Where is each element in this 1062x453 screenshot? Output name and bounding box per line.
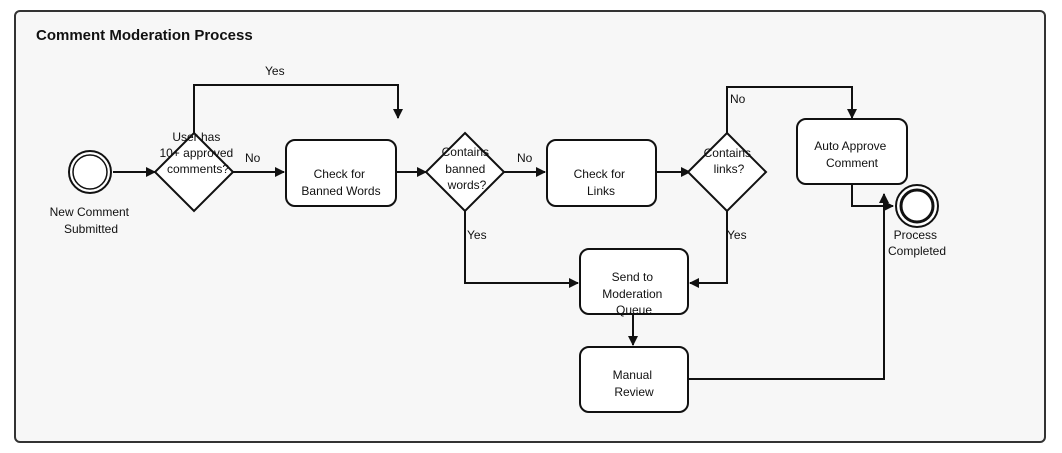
gateway-contains-banned bbox=[424, 131, 506, 213]
edge-banned-yes bbox=[464, 211, 579, 288]
edge-label-banned-yes: Yes bbox=[467, 228, 487, 242]
edge-links-no bbox=[726, 86, 857, 133]
task-check-links bbox=[546, 139, 657, 207]
end-event-label: Process Completed bbox=[888, 228, 946, 258]
end-event bbox=[895, 184, 939, 228]
gateway-user-approved-label: User has 10+ approved comments? bbox=[159, 130, 236, 176]
edge-links-yes bbox=[689, 211, 728, 288]
task-send-to-queue-label: Send to Moderation Queue bbox=[602, 270, 665, 317]
task-send-to-queue bbox=[579, 248, 689, 315]
task-manual-review-label: Manual Review bbox=[613, 368, 656, 399]
edge-label-banned-no: No bbox=[517, 151, 533, 165]
edge-approved-yes bbox=[193, 84, 403, 133]
gateway-user-approved bbox=[153, 131, 235, 213]
gateway-contains-links-label: Contains links? bbox=[704, 146, 755, 176]
edge-label-approved-no: No bbox=[245, 151, 261, 165]
gateway-contains-banned-label: Contains banned words? bbox=[442, 145, 493, 192]
task-check-links-label: Check for Links bbox=[574, 167, 629, 198]
edge-label-links-yes: Yes bbox=[727, 228, 747, 242]
start-event bbox=[68, 150, 112, 194]
task-manual-review bbox=[579, 346, 689, 413]
gateway-contains-links bbox=[686, 131, 768, 213]
edge-auto-approve-to-end bbox=[851, 184, 894, 211]
task-auto-approve bbox=[796, 118, 908, 185]
edge-label-links-no: No bbox=[730, 92, 746, 106]
edge-manual-to-end bbox=[688, 193, 889, 380]
edge-label-approved-yes: Yes bbox=[265, 64, 285, 78]
task-check-banned-words-label: Check for Banned Words bbox=[301, 167, 380, 198]
diagram-title: Comment Moderation Process bbox=[36, 27, 253, 44]
task-auto-approve-label: Auto Approve Comment bbox=[814, 139, 889, 170]
start-event-label: New Comment Submitted bbox=[50, 205, 133, 236]
diagram-frame bbox=[14, 10, 1046, 443]
task-check-banned-words bbox=[285, 139, 397, 207]
